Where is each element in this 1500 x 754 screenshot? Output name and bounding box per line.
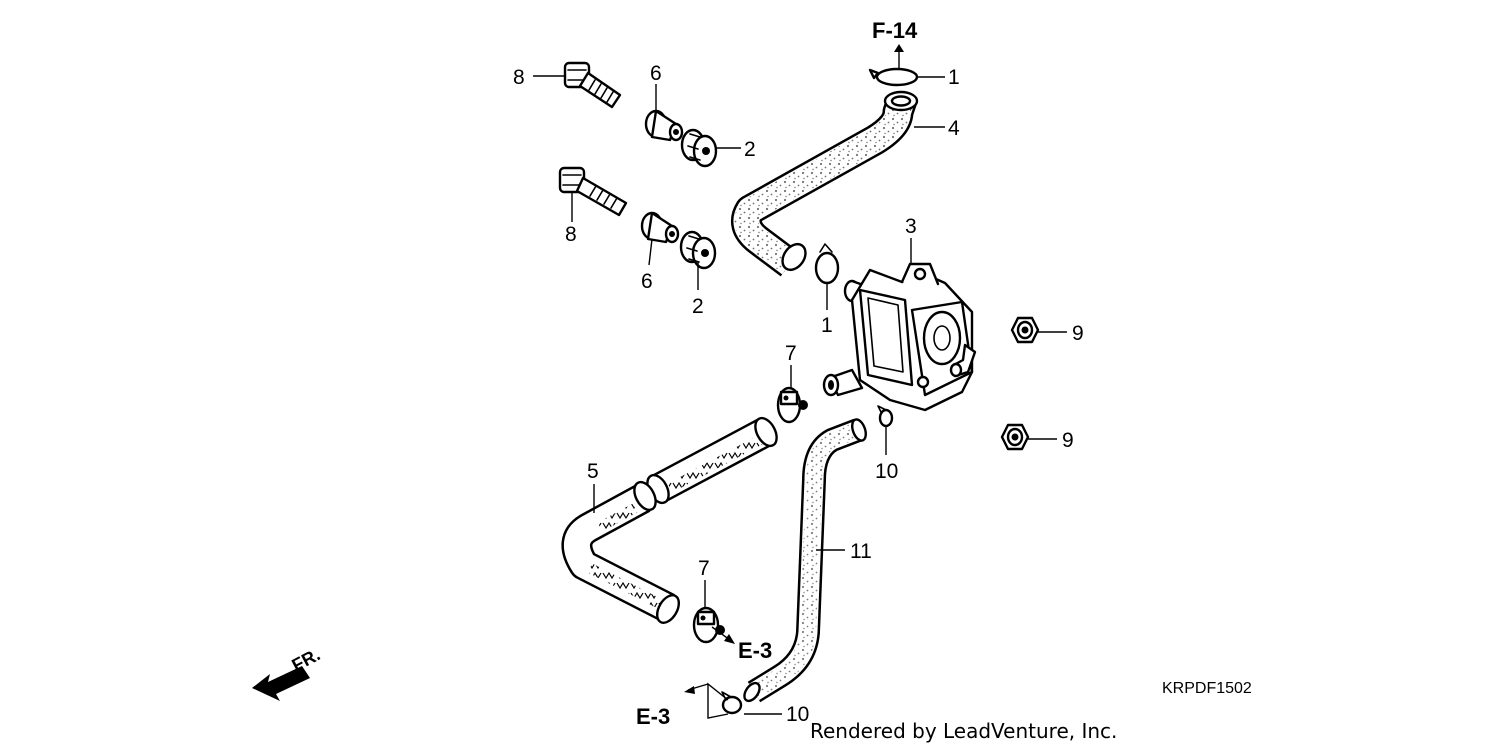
front-direction-arrow (252, 666, 310, 701)
clip-mid (814, 243, 840, 285)
bolt-upper (563, 61, 622, 109)
clip-small-upper (877, 405, 894, 428)
callout-6-upper: 6 (650, 62, 662, 85)
callout-2-upper: 2 (744, 138, 756, 161)
callout-1-top: 1 (948, 66, 960, 89)
flange-nut-upper (1010, 316, 1040, 344)
clip-upper (868, 67, 919, 87)
clip-small-lower (721, 691, 743, 715)
ref-label-top: F-14 (872, 18, 918, 43)
fuel-hose-bent (561, 480, 681, 624)
flange-nut-lower (1000, 423, 1030, 451)
callout-1-mid: 1 (821, 314, 833, 337)
callout-7-lower: 7 (698, 557, 710, 580)
ref-label-bottom: E-3 (636, 704, 670, 729)
callout-7-upper: 7 (785, 342, 797, 365)
rubber-mount-lower (679, 230, 717, 270)
ref-arrow-bottom (684, 682, 729, 719)
ref-arrow-top (894, 44, 904, 68)
ref-label-right: E-3 (738, 638, 772, 663)
callout-5: 5 (587, 460, 599, 483)
callout-3: 3 (905, 215, 917, 238)
callout-4: 4 (948, 117, 960, 140)
callout-10-lower: 10 (786, 703, 809, 726)
diagram-code: KRPDF1502 (1162, 680, 1252, 697)
callout-6-lower: 6 (641, 270, 653, 293)
callout-8-upper: 8 (513, 66, 525, 89)
callout-9-lower: 9 (1062, 429, 1074, 452)
callout-9-upper: 9 (1072, 322, 1084, 345)
callout-11: 11 (850, 540, 872, 563)
fuel-hose-straight (646, 416, 778, 505)
callout-2-lower: 2 (692, 295, 704, 318)
rubber-mount-upper (680, 128, 718, 168)
collar-lower (640, 211, 680, 244)
callout-8-lower: 8 (565, 223, 577, 246)
render-credit: Rendered by LeadVenture, Inc. (810, 719, 1117, 743)
hose-clamp-lower (692, 606, 725, 644)
ref-arrow-right (711, 626, 735, 644)
fuel-hose-long (743, 418, 867, 703)
leader-lines (533, 75, 1067, 715)
bolt-lower (558, 166, 628, 217)
fuel-pump (822, 262, 977, 412)
callout-10-upper: 10 (875, 460, 898, 483)
collar-upper (644, 109, 684, 142)
fuel-hose-upper (730, 90, 919, 277)
hose-clamp-upper (776, 386, 808, 424)
